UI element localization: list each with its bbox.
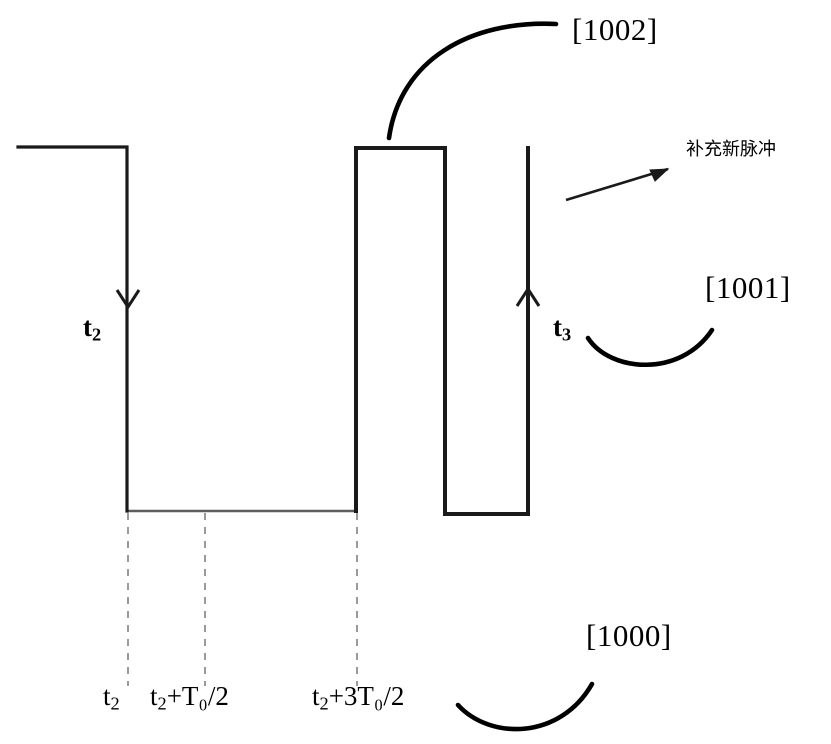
time-marker-t3: t3 (553, 314, 571, 344)
axis-tick-label-t2-plus-three-half-t0: t2+3T₀/2 (312, 683, 404, 713)
axis-tick-3-main: t (312, 681, 320, 711)
annotation-pointer-arrow-icon (565, 167, 670, 202)
time-marker-t2-subscript: 2 (92, 324, 102, 345)
tick-drop-lines (127, 513, 358, 686)
axis-tick-label-t2-plus-half-t0: t2+T₀/2 (150, 683, 229, 713)
t3-up-arrow-icon (515, 286, 541, 307)
leader-curve-1002 (386, 21, 559, 141)
supplementary-pulse-annotation: 补充新脉冲 (686, 139, 776, 160)
reference-numeral-1002: [1002] (572, 12, 658, 47)
axis-tick-3-tail: +3T₀/2 (328, 681, 405, 711)
axis-tick-2-sub: 2 (157, 693, 167, 714)
leader-curve-1000 (455, 681, 595, 732)
t2-down-arrow-icon (115, 289, 141, 310)
pulse-waveform-trace (16, 145, 129, 513)
axis-tick-2-tail: +T₀/2 (166, 681, 229, 711)
reference-numeral-1000: [1000] (586, 618, 672, 653)
reference-numeral-1001: [1001] (705, 270, 791, 305)
time-marker-t3-base: t (553, 312, 562, 342)
axis-tick-2-main: t (150, 681, 158, 711)
leader-curve-1001 (585, 327, 715, 367)
new-pulse-shape (354, 146, 530, 516)
axis-tick-1-sub: 2 (110, 693, 120, 714)
time-marker-t2: t2 (83, 314, 101, 344)
axis-tick-3-sub: 2 (319, 693, 329, 714)
axis-tick-1-main: t (103, 681, 111, 711)
time-marker-t2-base: t (83, 312, 92, 342)
time-marker-t3-subscript: 3 (562, 324, 572, 345)
axis-tick-label-t2: t2 (103, 683, 120, 713)
